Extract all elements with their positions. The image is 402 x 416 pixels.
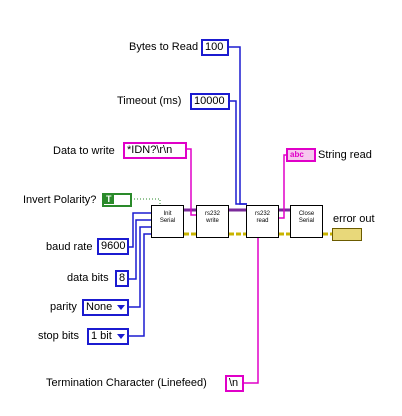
wire-data-bits	[128, 219, 151, 280]
close-serial-line1: Close	[298, 211, 315, 217]
wire-termination	[243, 233, 262, 384]
bytes-to-read-label: Bytes to Read	[129, 41, 199, 53]
string-type-icon: abc	[290, 150, 304, 159]
true-false-icon: T	[104, 194, 114, 204]
init-serial-line1: Init	[163, 211, 172, 217]
bytes-to-read-control[interactable]: 100	[201, 39, 229, 56]
close-serial-line2: Serial	[298, 218, 315, 224]
rs232-write-line2: write	[206, 218, 219, 224]
chevron-down-icon	[117, 334, 125, 339]
wire-parity	[128, 226, 151, 308]
string-read-indicator[interactable]: abc	[286, 148, 316, 162]
rs232-read-node[interactable]: rs232 read	[246, 205, 279, 238]
timeout-label: Timeout (ms)	[117, 95, 182, 107]
data-to-write-label: Data to write	[53, 145, 115, 157]
baud-rate-control[interactable]: 9600	[97, 238, 129, 255]
wire-baud-rate	[128, 212, 151, 248]
parity-dropdown[interactable]: None	[82, 299, 129, 316]
termination-control[interactable]: \n	[225, 375, 244, 392]
invert-polarity-label: Invert Polarity?	[23, 194, 97, 206]
data-to-write-control[interactable]: *IDN?\r\n	[123, 142, 187, 159]
wire-timeout	[229, 100, 247, 205]
wire-bytes-to-read	[228, 46, 247, 205]
rs232-write-line1: rs232	[204, 211, 220, 217]
chevron-down-icon	[117, 305, 125, 310]
rs232-read-line1: rs232	[254, 211, 270, 217]
data-bits-label: data bits	[67, 272, 109, 284]
error-out-label: error out	[333, 213, 375, 225]
wire-string-read	[279, 154, 286, 219]
data-bits-control[interactable]: 8	[115, 270, 129, 287]
init-serial-node[interactable]: Init Serial	[151, 205, 184, 238]
parity-label: parity	[50, 301, 77, 313]
termination-label: Termination Character (Linefeed)	[46, 377, 207, 389]
stop-bits-label: stop bits	[38, 330, 79, 342]
wire-data-to-write	[186, 148, 196, 216]
error-cluster-icon[interactable]	[332, 228, 362, 241]
parity-value: None	[86, 301, 113, 313]
invert-polarity-control[interactable]: T	[102, 193, 132, 207]
wire-stop-bits	[128, 233, 151, 337]
wire-invert-polarity	[131, 198, 161, 206]
close-serial-node[interactable]: Close Serial	[290, 205, 323, 238]
stop-bits-dropdown[interactable]: 1 bit	[87, 328, 129, 345]
string-read-label: String read	[318, 149, 372, 161]
timeout-control[interactable]: 10000	[190, 93, 230, 110]
rs232-write-node[interactable]: rs232 write	[196, 205, 229, 238]
init-serial-line2: Serial	[159, 218, 176, 224]
baud-rate-label: baud rate	[46, 241, 93, 253]
stop-bits-value: 1 bit	[91, 330, 112, 342]
rs232-read-line2: read	[256, 218, 269, 224]
